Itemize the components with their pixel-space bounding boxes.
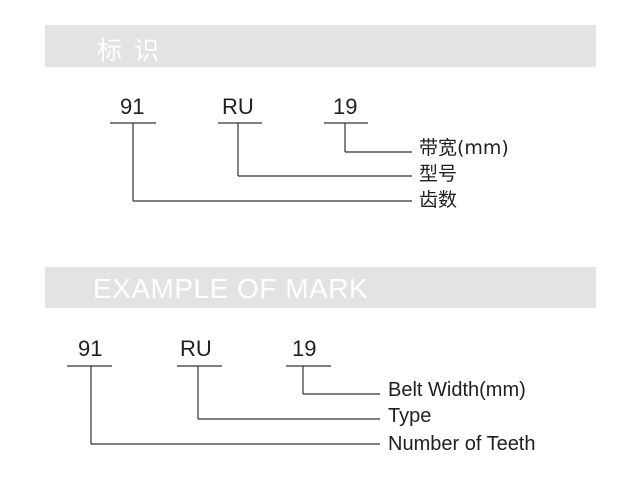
en-width-code: 19: [292, 336, 317, 361]
cn-width-code: 19: [333, 94, 358, 119]
en-width-label: Belt Width(mm): [388, 379, 526, 401]
cn-teeth-label: 齿数: [419, 189, 458, 211]
english-title-banner: EXAMPLE OF MARK: [45, 267, 596, 308]
cn-width-label: 带宽(mm): [419, 137, 509, 159]
cn-teeth-code: 91: [120, 94, 145, 119]
en-type-code: RU: [180, 336, 212, 361]
cn-type-label: 型号: [419, 163, 458, 185]
en-teeth-label: Number of Teeth: [388, 433, 536, 455]
chinese-title: 标识: [97, 36, 172, 65]
english-title: EXAMPLE OF MARK: [93, 273, 369, 304]
en-teeth-code: 91: [78, 336, 103, 361]
en-type-label: Type: [388, 405, 432, 427]
chinese-title-banner: 标识: [45, 25, 596, 67]
cn-type-code: RU: [222, 94, 254, 119]
